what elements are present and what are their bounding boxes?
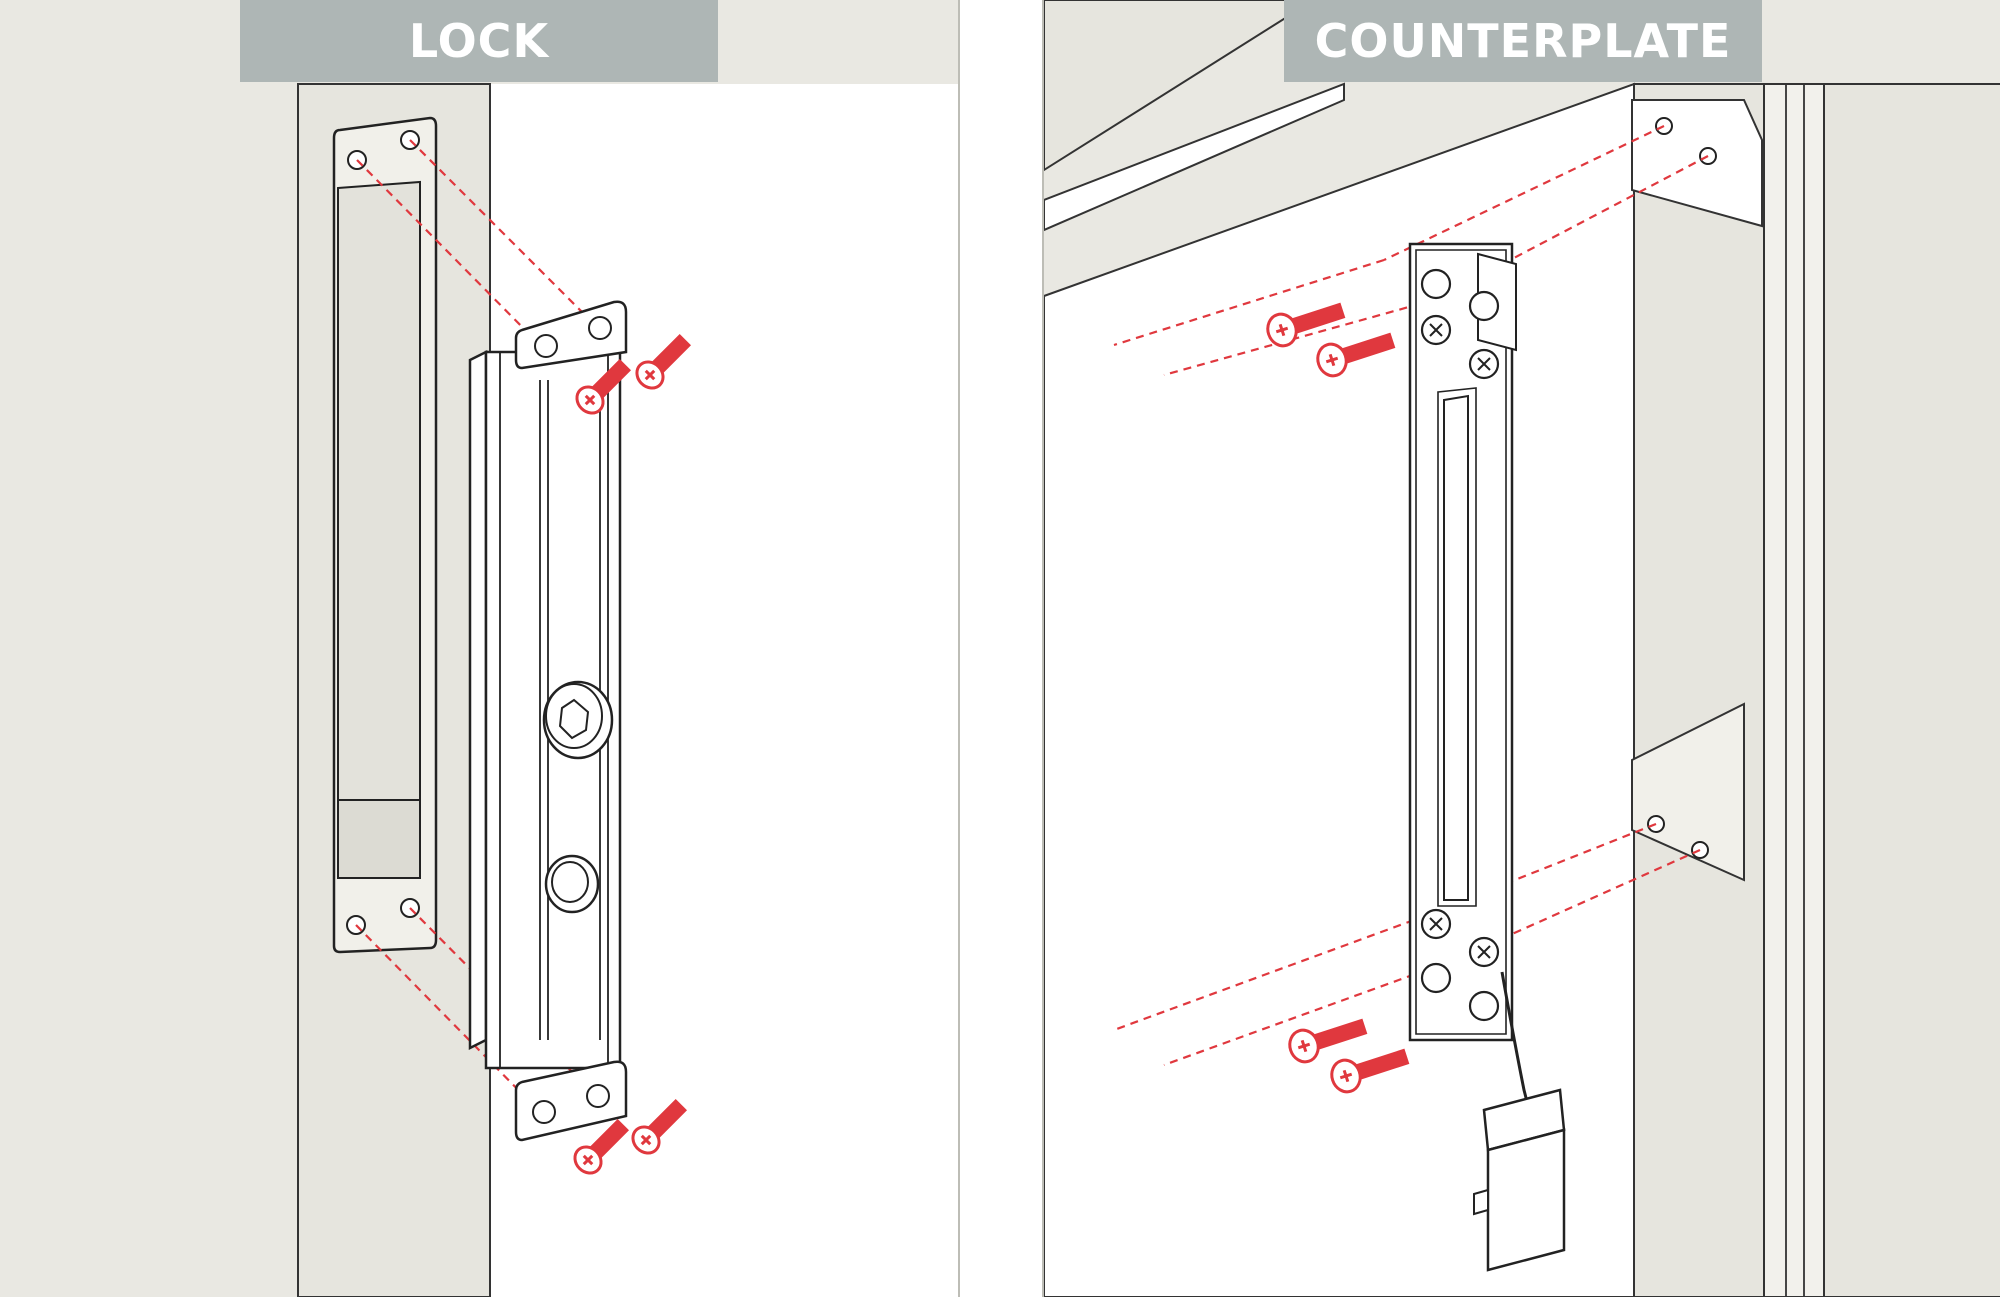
screw-icon <box>1330 1048 1410 1094</box>
screw-icon <box>1316 332 1396 378</box>
terminal-box-icon <box>1473 1088 1566 1272</box>
counterplate-body <box>1408 242 1517 1042</box>
counterplate-screws <box>1266 302 1410 1094</box>
screw-icon <box>575 358 632 415</box>
sensor-icon <box>544 854 600 914</box>
lock-illustration <box>297 83 958 1297</box>
screw-icon <box>1266 302 1346 348</box>
lock-panel: LOCK <box>0 0 960 1297</box>
screw-icon <box>631 1098 688 1155</box>
lock-body <box>468 300 628 1142</box>
hex-socket-icon <box>542 680 614 760</box>
counterplate-illustration <box>1044 0 2000 1297</box>
lock-title: LOCK <box>240 0 718 82</box>
frame-recess <box>1631 99 1763 882</box>
screw-icon <box>635 333 692 390</box>
counterplate-panel: COUNTERPLATE <box>1042 0 2000 1297</box>
screw-icon <box>1288 1018 1368 1064</box>
lock-screws <box>573 333 692 1175</box>
frame-recess <box>332 116 438 954</box>
screw-icon <box>573 1118 630 1175</box>
counterplate-title: COUNTERPLATE <box>1284 0 1762 82</box>
